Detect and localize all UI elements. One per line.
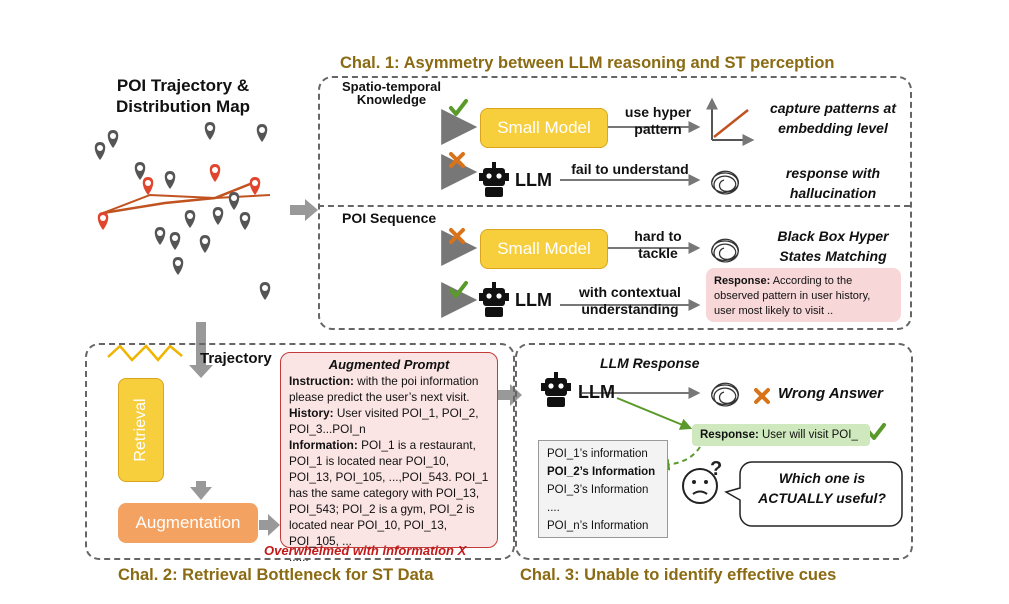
trajectory-label: Trajectory: [200, 350, 272, 367]
small-model-box-2: Small Model: [480, 229, 608, 269]
speech-bubble: [724, 461, 903, 527]
main-map-title: POI Trajectory &Distribution Map: [115, 76, 251, 116]
trajectory-path: [102, 180, 271, 215]
arrow-down-trajectory: [189, 322, 213, 378]
llm-label-1: LLM: [515, 170, 552, 190]
llm-label-2: LLM: [515, 290, 552, 310]
fail-to-understand-label: fail to understand: [571, 161, 689, 177]
retrieval-box: Retrieval: [118, 378, 164, 482]
chal1-title: Chal. 1: Asymmetry between LLM reasoning…: [340, 54, 835, 72]
list-item: POI_2’s Information: [547, 466, 656, 478]
llm-response-title: LLM Response: [600, 355, 700, 371]
retrieval-label: Retrieval: [132, 398, 149, 462]
chal3-region: [515, 343, 913, 560]
confused-face-icon: ?: [682, 458, 722, 504]
chal3-title: Chal. 3: Unable to identify effective cu…: [520, 566, 837, 584]
llm-response-box: Response: According to the observed patt…: [706, 268, 901, 322]
chal1-divider: [318, 205, 910, 207]
augmented-prompt-title: Augmented Prompt: [328, 357, 450, 372]
arrow-to-prompt: [259, 514, 280, 536]
wrong-answer-label: Wrong Answer: [778, 385, 884, 402]
small-model-box-1: Small Model: [480, 108, 608, 148]
overwhelmed-warning: Overwhelmed with information X: [264, 543, 467, 558]
chart-arrow-icon: [706, 97, 755, 146]
correct-response-box: Response: User will visit POI_: [692, 424, 870, 446]
trajectory-zigzag-icon: [107, 344, 183, 362]
list-item: POI_3’s Information: [547, 484, 649, 496]
list-item: POI_1’s information: [547, 448, 648, 460]
llm-label-3: LLM: [578, 382, 615, 402]
chal2-region: [85, 343, 515, 560]
poi-sequence-label: POI Sequence: [342, 210, 437, 226]
augmented-prompt-box: Augmented Prompt Instruction: with the p…: [280, 352, 498, 564]
chal1-region: [318, 76, 912, 330]
arrow-down-retrieval: [190, 481, 212, 500]
list-item: POI_n’s Information: [547, 520, 649, 532]
augmentation-box: Augmentation: [118, 503, 258, 543]
arrow-to-chal1: [290, 199, 318, 221]
chal2-title: Chal. 2: Retrieval Bottleneck for ST Dat…: [118, 566, 434, 584]
list-item: ....: [547, 502, 560, 514]
poi-info-list: POI_1’s information POI_2’s Information …: [538, 440, 668, 538]
svg-text:?: ?: [710, 458, 722, 480]
